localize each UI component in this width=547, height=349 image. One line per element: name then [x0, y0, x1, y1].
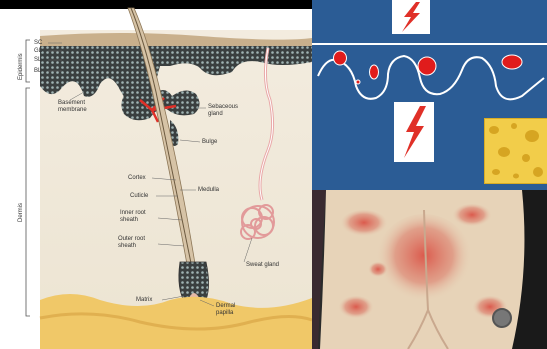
garment-button — [493, 309, 511, 327]
lightning-box-top — [392, 0, 430, 34]
schematic-panel — [312, 0, 547, 190]
label-bulge: Bulge — [202, 139, 217, 145]
label-bl: BL — [34, 68, 41, 74]
label-medulla: Medulla — [198, 187, 219, 193]
label-sweat-gland: Sweat gland — [246, 262, 279, 268]
lesion-spot — [502, 55, 522, 69]
lightning-box-bottom — [394, 102, 434, 162]
hair-follicle-diagram: SC GL SL BL Epidermis Dermis Basement me… — [0, 0, 312, 349]
label-gl: GL — [34, 48, 42, 54]
lightning-bolt-icon — [392, 0, 430, 34]
lightning-bolt-icon — [394, 102, 434, 162]
label-cortex: Cortex — [128, 175, 146, 181]
rash-patch — [368, 262, 388, 278]
label-cuticle: Cuticle — [130, 193, 148, 199]
label-dermis: Dermis — [18, 203, 24, 222]
dermis-bracket — [26, 88, 30, 316]
lesion-dot — [356, 80, 360, 84]
label-inner-root-sheath: Inner root sheath — [120, 210, 146, 224]
rash-photo — [312, 190, 547, 349]
label-sl: SL — [34, 57, 41, 63]
lesion-spot — [334, 51, 347, 65]
rash-patch — [340, 210, 388, 238]
label-epidermis: Epidermis — [18, 53, 24, 80]
rash-photo-illustration — [312, 190, 547, 349]
rash-patch — [338, 296, 374, 320]
follicle-illustration — [0, 0, 312, 349]
cheese-icon — [484, 118, 547, 184]
label-matrix: Matrix — [136, 297, 152, 303]
lesion-spot — [370, 65, 379, 79]
lesion-spot — [418, 57, 436, 75]
label-sebaceous-gland: Sebaceous gland — [208, 104, 238, 118]
label-sc: SC — [34, 40, 42, 46]
label-basement-membrane: Basement membrane — [58, 100, 87, 114]
label-dermal-papilla: Dermal papilla — [216, 303, 235, 317]
rash-patch — [452, 204, 492, 228]
epidermis-bracket — [26, 40, 30, 82]
label-outer-root-sheath: Outer root sheath — [118, 236, 145, 250]
